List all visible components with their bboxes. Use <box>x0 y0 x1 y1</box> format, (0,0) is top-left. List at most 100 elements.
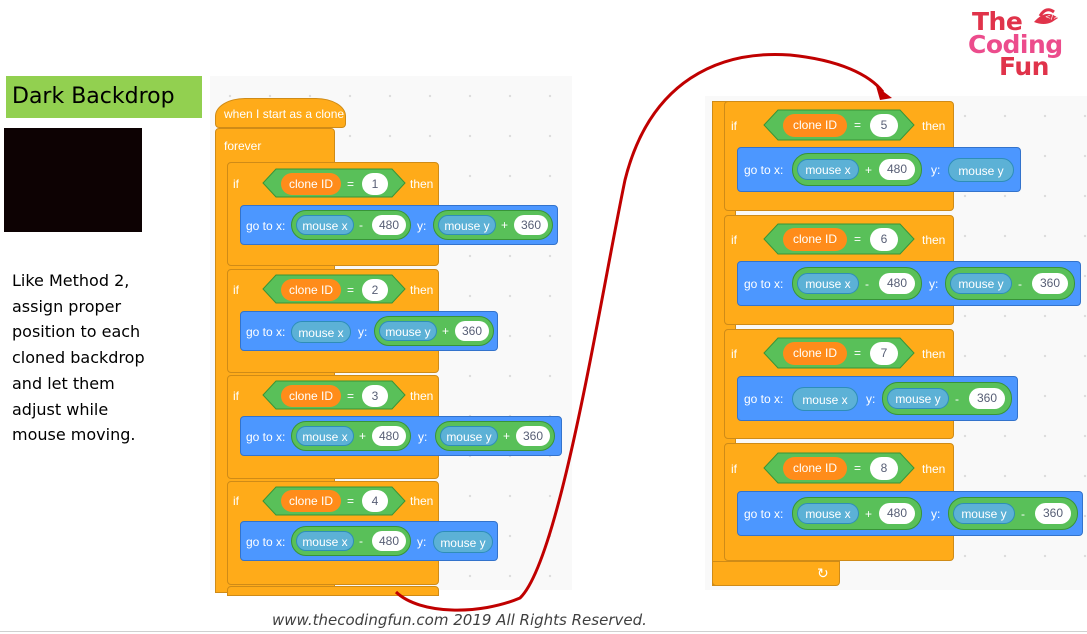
then-label: then <box>410 177 434 191</box>
code-area-left: when I start as a clone forever if clone… <box>210 76 572 596</box>
value-360[interactable]: 360 <box>969 388 1005 409</box>
if-label: if <box>233 389 239 403</box>
plus-sign: + <box>503 429 511 443</box>
y-label: y: <box>931 163 941 177</box>
if-label: if <box>731 462 737 476</box>
minus-sign: - <box>955 392 959 406</box>
value-5[interactable]: 5 <box>870 114 898 137</box>
add-operator: mouse x + 480 <box>792 497 922 530</box>
y-label: y: <box>418 430 428 444</box>
hat-block[interactable]: when I start as a clone <box>215 98 346 128</box>
add-operator: mouse x + 480 <box>792 153 922 186</box>
description-line: adjust while <box>12 399 109 419</box>
logo-the: The <box>972 7 1023 36</box>
y-label: y: <box>929 277 939 291</box>
if-label: if <box>731 233 737 247</box>
y-label: y: <box>358 325 368 339</box>
forever-label: forever <box>224 139 262 153</box>
mouse-x-reporter: mouse x <box>296 426 354 446</box>
then-label: then <box>922 119 946 133</box>
value-6[interactable]: 6 <box>870 228 898 251</box>
clone-id-reporter: clone ID <box>783 457 847 480</box>
mouse-x-reporter: mouse x <box>792 387 858 411</box>
go-to-block[interactable]: go to x: mouse x y: mouse y - 360 <box>737 376 1018 421</box>
logo-fun: Fun <box>999 52 1049 81</box>
description-line: and let them <box>12 373 115 393</box>
go-to-block[interactable]: go to x: mouse x - 480 y: mouse y <box>240 521 498 561</box>
minus-sign: - <box>359 218 363 232</box>
value-360[interactable]: 360 <box>514 215 548 235</box>
value-4[interactable]: 4 <box>362 490 388 512</box>
equals-sign: = <box>854 232 862 246</box>
minus-sign: - <box>359 534 363 548</box>
if-label: if <box>233 283 239 297</box>
value-7[interactable]: 7 <box>870 342 898 365</box>
mouse-x-reporter: mouse x <box>797 273 859 294</box>
y-label: y: <box>931 507 941 521</box>
if-block-partial[interactable] <box>227 586 439 596</box>
value-360[interactable]: 360 <box>1035 503 1071 524</box>
value-360[interactable]: 360 <box>516 426 550 446</box>
clone-id-reporter: clone ID <box>783 342 847 365</box>
if-label: if <box>233 494 239 508</box>
clone-id-reporter: clone ID <box>783 228 847 251</box>
go-to-block[interactable]: go to x: mouse x + 480 y: mouse y <box>737 147 1021 192</box>
equals-sign: = <box>347 177 355 191</box>
value-480[interactable]: 480 <box>879 159 915 180</box>
add-operator: mouse x - 480 <box>291 210 411 240</box>
go-to-label: go to x: <box>246 219 286 233</box>
then-label: then <box>922 233 946 247</box>
description-line: Like Method 2, <box>12 271 130 290</box>
add-operator: mouse y - 360 <box>945 267 1075 300</box>
value-360[interactable]: 360 <box>455 321 489 341</box>
y-label: y: <box>417 219 427 233</box>
hat-icon: </> <box>1034 8 1059 24</box>
go-to-label: go to x: <box>744 163 784 177</box>
mouse-y-reporter: mouse y <box>950 273 1012 294</box>
then-label: then <box>922 462 946 476</box>
go-to-block[interactable]: go to x: mouse x y: mouse y + 360 <box>240 311 498 351</box>
mouse-x-reporter: mouse x <box>291 321 351 343</box>
value-8[interactable]: 8 <box>870 457 898 480</box>
equals-sign: = <box>347 283 355 297</box>
add-operator: mouse y + 360 <box>374 316 494 346</box>
forever-end[interactable]: ↻ <box>712 561 840 586</box>
loop-arrow-icon: ↻ <box>817 565 829 581</box>
mouse-y-reporter: mouse y <box>948 158 1014 182</box>
add-operator: mouse y + 360 <box>435 421 555 451</box>
description: Like Method 2, assign proper position to… <box>12 268 172 448</box>
equals-sign: = <box>854 461 862 475</box>
then-label: then <box>410 389 434 403</box>
go-to-block[interactable]: go to x: mouse x - 480 y: mouse y + 360 <box>240 205 558 245</box>
value-2[interactable]: 2 <box>362 279 388 301</box>
equals-sign: = <box>854 118 862 132</box>
bottom-divider <box>0 631 1087 632</box>
value-480[interactable]: 480 <box>372 215 406 235</box>
go-to-block[interactable]: go to x: mouse x + 480 y: mouse y + 360 <box>240 416 562 456</box>
description-line: mouse moving. <box>12 425 136 445</box>
if-label: if <box>731 347 737 361</box>
value-1[interactable]: 1 <box>362 173 388 195</box>
value-480[interactable]: 480 <box>879 503 915 524</box>
mouse-y-reporter: mouse y <box>887 388 949 409</box>
value-480[interactable]: 480 <box>372 426 406 446</box>
value-360[interactable]: 360 <box>1032 273 1068 294</box>
dark-backdrop-preview <box>4 128 142 232</box>
value-480[interactable]: 480 <box>372 531 406 551</box>
go-to-label: go to x: <box>246 430 286 444</box>
go-to-block[interactable]: go to x: mouse x - 480 y: mouse y - 360 <box>737 261 1081 306</box>
logo-coding: Coding <box>968 30 1063 59</box>
value-480[interactable]: 480 <box>879 273 915 294</box>
go-to-block[interactable]: go to x: mouse x + 480 y: mouse y - 360 <box>737 491 1083 536</box>
add-operator: mouse y - 360 <box>882 382 1012 415</box>
mouse-x-reporter: mouse x <box>296 215 354 235</box>
mouse-x-reporter: mouse x <box>296 531 354 551</box>
mouse-y-reporter: mouse y <box>433 531 493 553</box>
equals-sign: = <box>347 494 355 508</box>
value-3[interactable]: 3 <box>362 385 388 407</box>
then-label: then <box>410 494 434 508</box>
y-label: y: <box>417 535 427 549</box>
clone-id-reporter: clone ID <box>281 385 341 407</box>
mouse-y-reporter: mouse y <box>379 321 437 341</box>
